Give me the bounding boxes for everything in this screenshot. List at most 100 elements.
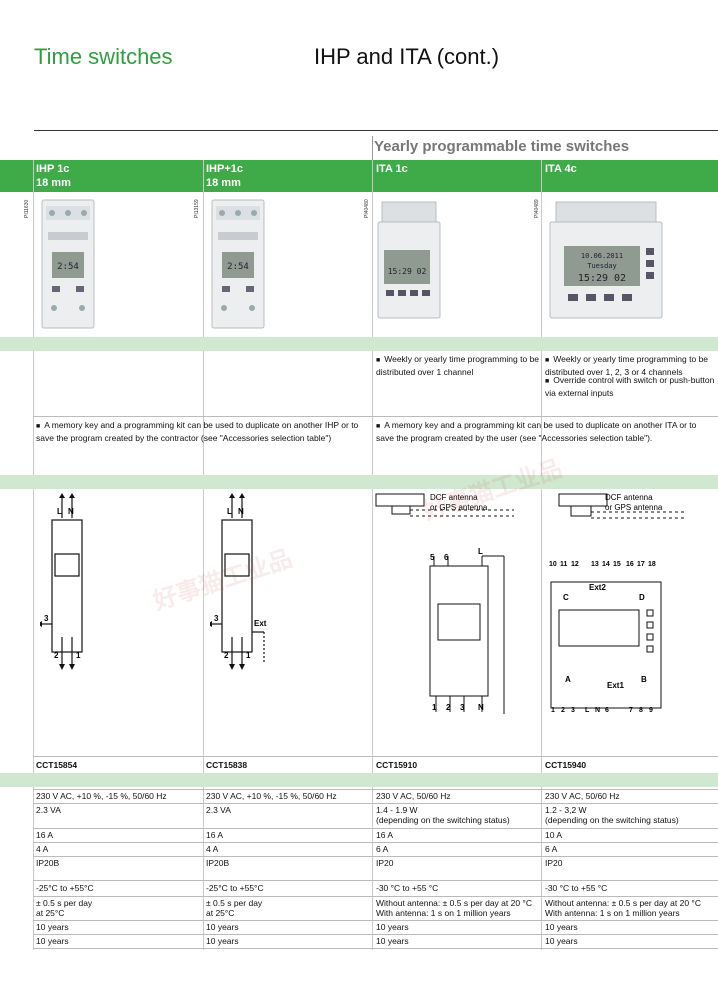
spec-cell: 10 years <box>36 936 69 946</box>
svg-text:6: 6 <box>444 553 449 562</box>
svg-text:1: 1 <box>432 703 437 712</box>
svg-text:2: 2 <box>446 703 451 712</box>
svg-text:10.06.2011: 10.06.2011 <box>581 252 623 260</box>
column-sub: 18 mm <box>206 177 241 189</box>
group-divider <box>372 136 373 160</box>
column-name: ITA 4c <box>545 163 577 175</box>
row-divider <box>33 828 718 829</box>
column-divider <box>372 160 373 950</box>
ita1c-wiring-diagram: DCF antenna or GPS antenna 5 6 L 1 2 3 N <box>375 493 514 714</box>
spec-cell: -30 °C to +55 °C <box>545 883 608 893</box>
reference-number: CCT15910 <box>376 760 418 770</box>
ita4c-wiring-diagram: DCF antenna or GPS antenna 10 11 12 13 1… <box>549 493 685 714</box>
table-band <box>0 475 718 489</box>
svg-text:A: A <box>565 675 571 684</box>
photo-code: PI13159 <box>194 199 200 218</box>
group-header: Yearly programmable time switches <box>374 138 630 155</box>
svg-text:17: 17 <box>637 561 645 568</box>
svg-text:1: 1 <box>246 651 251 660</box>
svg-text:N: N <box>238 507 244 516</box>
spec-cell: 16 A <box>206 830 224 840</box>
svg-text:L: L <box>57 507 62 516</box>
reference-number: CCT15838 <box>206 760 248 770</box>
row-divider <box>33 416 718 417</box>
svg-text:N: N <box>68 507 74 516</box>
svg-text:16: 16 <box>626 561 634 568</box>
spec-cell: 230 V AC, +10 %, -15 %, 50/60 Hz <box>206 791 337 801</box>
column-header-ita4c: ITA 4c <box>545 162 577 176</box>
row-divider <box>33 880 718 881</box>
svg-text:10: 10 <box>549 561 557 568</box>
ihp1c-product-image: 2:54 <box>41 199 95 329</box>
svg-text:N: N <box>478 703 484 712</box>
photo-code: PI11630 <box>24 199 30 218</box>
row-divider <box>33 948 718 949</box>
svg-text:14: 14 <box>602 561 610 568</box>
svg-text:Tuesday: Tuesday <box>587 262 617 270</box>
reference-number: CCT15940 <box>545 760 587 770</box>
svg-text:3: 3 <box>44 614 49 623</box>
spec-cell: 10 years <box>206 922 239 932</box>
svg-text:or GPS antenna: or GPS antenna <box>605 503 663 512</box>
svg-text:2: 2 <box>54 651 59 660</box>
column-divider <box>33 160 34 950</box>
feature-item: Weekly or yearly time programming to be … <box>545 354 718 377</box>
svg-text:3: 3 <box>214 614 219 623</box>
ita1c-product-image: 15:29 02 <box>377 201 441 319</box>
svg-text:1: 1 <box>76 651 81 660</box>
column-name: ITA 1c <box>376 163 408 175</box>
ita4c-product-image: 10.06.2011 Tuesday 15:29 02 <box>549 201 663 319</box>
svg-text:15: 15 <box>613 561 621 568</box>
reference-number: CCT15854 <box>36 760 78 770</box>
section-title: Time switches <box>34 44 173 69</box>
svg-text:Ext1: Ext1 <box>607 681 624 690</box>
svg-text:C: C <box>563 593 569 602</box>
spec-cell: IP20 <box>545 858 563 868</box>
ihp-plus-1c-wiring-diagram: L N Ext 3 2 1 <box>210 493 267 670</box>
spec-cell: Without antenna: ± 0.5 s per day at 20 °… <box>376 898 532 918</box>
spec-cell: 6 A <box>545 844 558 854</box>
spec-cell: -30 °C to +55 °C <box>376 883 439 893</box>
svg-text:9: 9 <box>649 707 653 714</box>
ihp1c-wiring-diagram: L N 3 2 1 <box>40 493 83 670</box>
row-divider <box>33 789 718 790</box>
ihp-plus-1c-product-image: 2:54 <box>211 199 265 329</box>
column-sub: 18 mm <box>36 177 71 189</box>
svg-text:Ext2: Ext2 <box>589 583 606 592</box>
svg-text:3: 3 <box>571 707 575 714</box>
spec-cell: 16 A <box>36 830 54 840</box>
feature-item: Override control with switch or push-but… <box>545 375 718 398</box>
table-band <box>0 337 718 351</box>
photo-code: PI40489 <box>534 199 540 218</box>
svg-text:6: 6 <box>605 707 609 714</box>
spec-cell: 2.3 VA <box>36 805 61 815</box>
svg-text:N: N <box>595 707 600 714</box>
column-header-ita1c: ITA 1c <box>376 162 408 176</box>
spec-cell: -25°C to +55°C <box>36 883 94 893</box>
svg-text:5: 5 <box>430 553 435 562</box>
column-name: IHP+1c <box>206 163 243 175</box>
spec-cell: IP20 <box>376 858 394 868</box>
memory-key-note-ita: A memory key and a programming kit can b… <box>376 420 716 443</box>
column-name: IHP 1c <box>36 163 70 175</box>
row-divider <box>33 756 718 757</box>
svg-text:7: 7 <box>629 707 633 714</box>
spec-cell: 10 years <box>376 936 409 946</box>
svg-text:L: L <box>585 707 590 714</box>
spec-cell: 16 A <box>376 830 394 840</box>
spec-cell: 10 years <box>36 922 69 932</box>
column-divider <box>541 160 542 950</box>
svg-text:2:54: 2:54 <box>57 262 79 272</box>
row-divider <box>33 934 718 935</box>
svg-text:18: 18 <box>648 561 656 568</box>
spec-cell: ± 0.5 s per day at 25°C <box>206 898 263 918</box>
table-band <box>0 773 718 787</box>
svg-text:2: 2 <box>561 707 565 714</box>
svg-text:12: 12 <box>571 561 579 568</box>
feature-item: Weekly or yearly time programming to be … <box>376 354 540 377</box>
svg-text:L: L <box>227 507 232 516</box>
svg-text:13: 13 <box>591 561 599 568</box>
row-divider <box>33 896 718 897</box>
svg-text:D: D <box>639 593 645 602</box>
page-title: IHP and ITA (cont.) <box>314 44 500 69</box>
